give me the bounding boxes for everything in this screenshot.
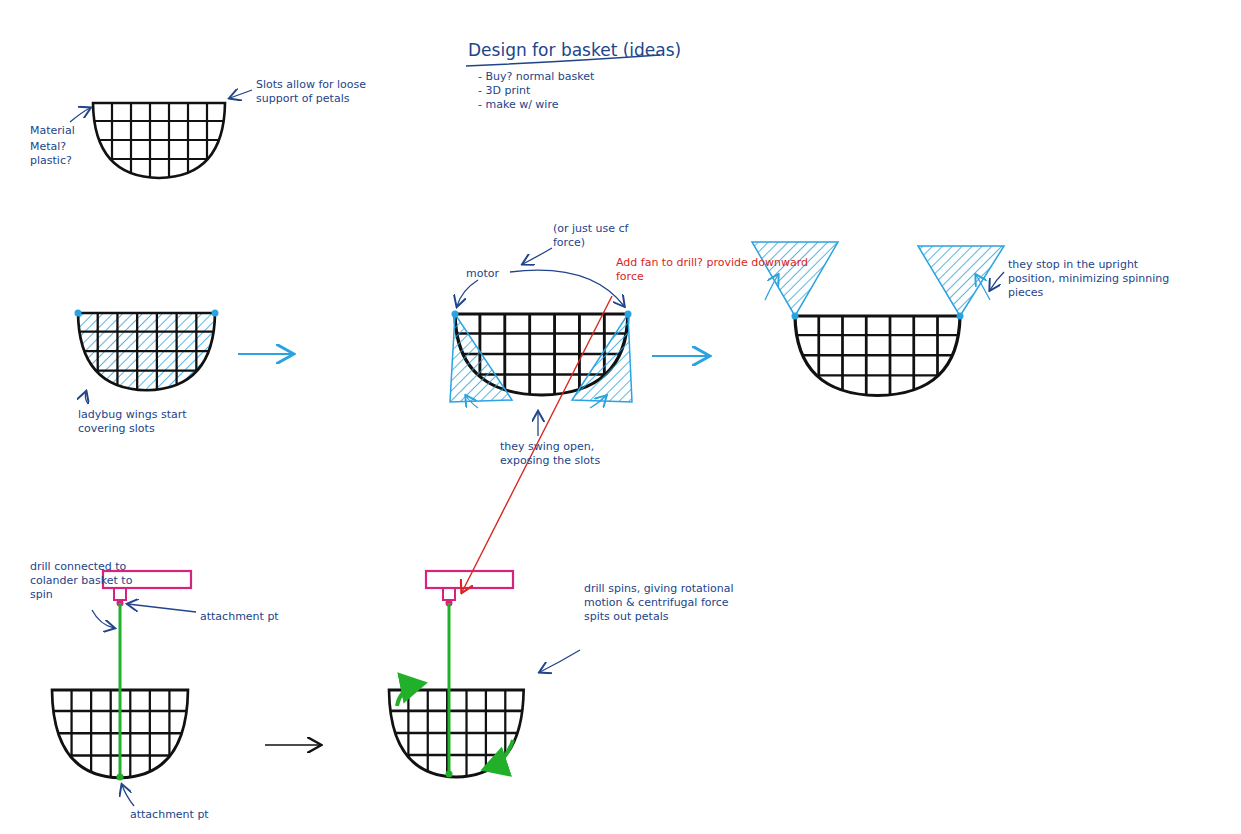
annotation: Material: [30, 124, 75, 138]
annotation: they swing open, exposing the slots: [500, 440, 610, 468]
annotation: drill spins, giving rotational motion & …: [584, 582, 749, 623]
annotation: attachment pt: [130, 808, 209, 822]
design-note: Add fan to drill? provide downward force: [616, 256, 816, 284]
annotation: motor: [466, 267, 499, 281]
annotation: (or just use cf force): [553, 222, 653, 250]
annotation: attachment pt: [200, 610, 279, 624]
idea-note: - Buy? normal basket: [478, 70, 594, 84]
idea-note: - 3D print: [478, 84, 530, 98]
annotation: Metal? plastic?: [30, 140, 82, 168]
annotation: drill connected to colander basket to sp…: [30, 560, 150, 601]
annotation: ladybug wings start covering slots: [78, 408, 198, 436]
annotation: Slots allow for loose support of petals: [256, 78, 386, 106]
annotation: they stop in the upright position, minim…: [1008, 258, 1183, 299]
sketch-title: Design for basket (ideas): [468, 40, 681, 61]
idea-note: - make w/ wire: [478, 98, 558, 112]
